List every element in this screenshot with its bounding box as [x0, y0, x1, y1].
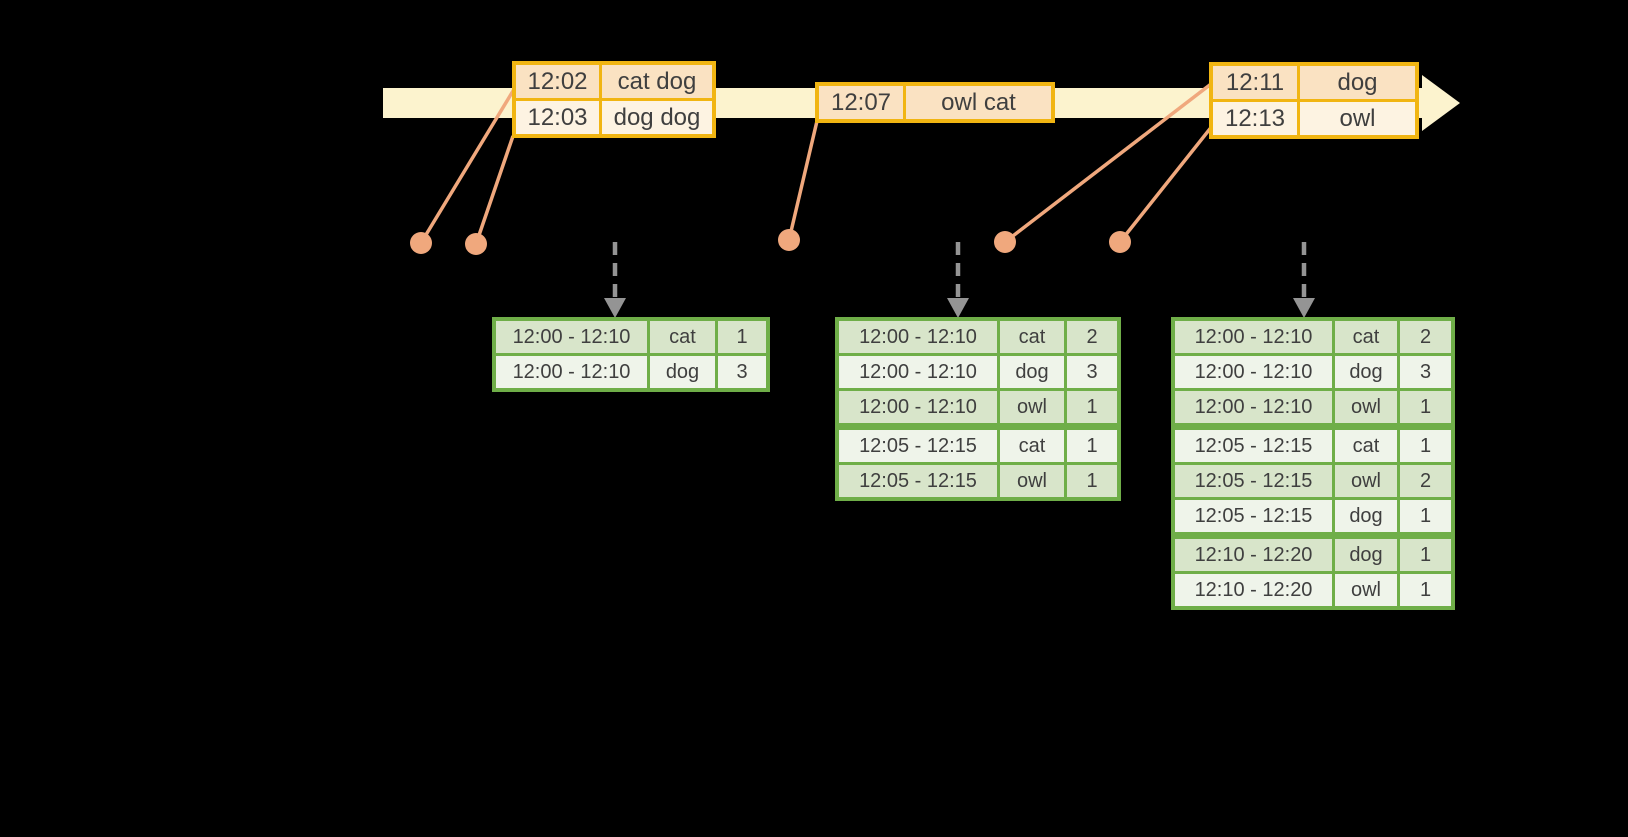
result-row: 12:00 - 12:10 dog 3	[492, 353, 770, 392]
event-time-cell: 12:11	[1209, 62, 1300, 102]
count-cell: 3	[1397, 353, 1455, 391]
word-cell: owl	[997, 462, 1067, 501]
word-cell: cat	[997, 317, 1067, 356]
word-cell: owl	[1332, 388, 1400, 428]
event-words-cell: owl cat	[903, 82, 1055, 123]
word-cell: cat	[1332, 317, 1400, 356]
event-words-cell: cat dog	[599, 61, 716, 101]
result-row: 12:10 - 12:20 owl 1	[1171, 571, 1455, 610]
window-cell: 12:00 - 12:10	[835, 353, 1000, 391]
word-cell: dog	[1332, 532, 1400, 574]
event-connector-line	[1118, 123, 1215, 244]
trigger-arrow-icon	[947, 242, 969, 318]
window-cell: 12:05 - 12:15	[1171, 497, 1335, 537]
event-connector-line	[1003, 82, 1213, 244]
event-time-cell: 12:03	[512, 98, 602, 138]
count-cell: 3	[715, 353, 770, 392]
window-cell: 12:00 - 12:10	[835, 317, 1000, 356]
event-row: 12:03 dog dog	[512, 98, 716, 138]
event-connector-line	[474, 135, 515, 245]
result-row: 12:00 - 12:10 dog 3	[835, 353, 1121, 391]
trigger-arrow-icon	[1293, 242, 1315, 318]
event-dot	[778, 229, 800, 251]
word-cell: dog	[997, 353, 1067, 391]
event-dot	[994, 231, 1016, 253]
event-time-cell: 12:02	[512, 61, 602, 101]
trigger-arrow-icon	[604, 242, 626, 318]
window-cell: 12:00 - 12:10	[1171, 317, 1335, 356]
event-row: 12:13 owl	[1209, 99, 1419, 139]
result-row: 12:05 - 12:15 owl 1	[835, 462, 1121, 501]
event-dot	[1109, 231, 1131, 253]
event-words-cell: dog dog	[599, 98, 716, 138]
word-cell: dog	[1332, 497, 1400, 537]
word-cell: cat	[997, 423, 1067, 465]
result-row: 12:10 - 12:20 dog 1	[1171, 532, 1455, 574]
result-row: 12:05 - 12:15 cat 1	[835, 423, 1121, 465]
count-cell: 1	[1064, 462, 1121, 501]
event-time-cell: 12:07	[815, 82, 906, 123]
window-cell: 12:00 - 12:10	[492, 353, 650, 392]
word-cell: owl	[1332, 571, 1400, 610]
word-cell: dog	[647, 353, 718, 392]
window-cell: 12:05 - 12:15	[835, 462, 1000, 501]
window-cell: 12:05 - 12:15	[1171, 423, 1335, 465]
word-cell: cat	[1332, 423, 1400, 465]
event-connector-line	[419, 85, 518, 244]
result-table-1: 12:00 - 12:10 cat 1 12:00 - 12:10 dog 3	[492, 317, 770, 392]
event-words-cell: dog	[1297, 62, 1419, 102]
result-row: 12:00 - 12:10 dog 3	[1171, 353, 1455, 391]
window-cell: 12:05 - 12:15	[835, 423, 1000, 465]
window-cell: 12:05 - 12:15	[1171, 462, 1335, 500]
result-row: 12:00 - 12:10 cat 1	[492, 317, 770, 356]
window-cell: 12:10 - 12:20	[1171, 532, 1335, 574]
event-table-2: 12:07 owl cat	[815, 82, 1055, 123]
count-cell: 2	[1064, 317, 1121, 356]
result-row: 12:00 - 12:10 cat 2	[1171, 317, 1455, 356]
event-table-3: 12:11 dog 12:13 owl	[1209, 62, 1419, 139]
count-cell: 1	[1397, 571, 1455, 610]
event-connector-line	[787, 120, 819, 241]
event-words-cell: owl	[1297, 99, 1419, 139]
result-row: 12:05 - 12:15 cat 1	[1171, 423, 1455, 465]
count-cell: 1	[1397, 388, 1455, 428]
count-cell: 2	[1397, 317, 1455, 356]
window-cell: 12:00 - 12:10	[492, 317, 650, 356]
count-cell: 3	[1064, 353, 1121, 391]
event-table-1: 12:02 cat dog 12:03 dog dog	[512, 61, 716, 138]
result-row: 12:05 - 12:15 owl 2	[1171, 462, 1455, 500]
timeline-arrowhead-icon	[1422, 75, 1460, 131]
event-dot	[465, 233, 487, 255]
result-row: 12:00 - 12:10 owl 1	[835, 388, 1121, 428]
result-row: 12:00 - 12:10 cat 2	[835, 317, 1121, 356]
word-cell: owl	[1332, 462, 1400, 500]
count-cell: 1	[715, 317, 770, 356]
count-cell: 1	[1064, 423, 1121, 465]
count-cell: 1	[1397, 532, 1455, 574]
word-cell: dog	[1332, 353, 1400, 391]
window-cell: 12:00 - 12:10	[835, 388, 1000, 428]
result-row: 12:05 - 12:15 dog 1	[1171, 497, 1455, 537]
count-cell: 1	[1064, 388, 1121, 428]
event-row: 12:07 owl cat	[815, 82, 1055, 123]
window-cell: 12:10 - 12:20	[1171, 571, 1335, 610]
count-cell: 1	[1397, 497, 1455, 537]
window-cell: 12:00 - 12:10	[1171, 388, 1335, 428]
event-row: 12:11 dog	[1209, 62, 1419, 102]
event-dot	[410, 232, 432, 254]
word-cell: owl	[997, 388, 1067, 428]
window-cell: 12:00 - 12:10	[1171, 353, 1335, 391]
result-table-3: 12:00 - 12:10 cat 2 12:00 - 12:10 dog 3 …	[1171, 317, 1455, 610]
count-cell: 2	[1397, 462, 1455, 500]
result-table-2: 12:00 - 12:10 cat 2 12:00 - 12:10 dog 3 …	[835, 317, 1121, 501]
word-cell: cat	[647, 317, 718, 356]
result-row: 12:00 - 12:10 owl 1	[1171, 388, 1455, 428]
event-time-cell: 12:13	[1209, 99, 1300, 139]
event-row: 12:02 cat dog	[512, 61, 716, 101]
count-cell: 1	[1397, 423, 1455, 465]
